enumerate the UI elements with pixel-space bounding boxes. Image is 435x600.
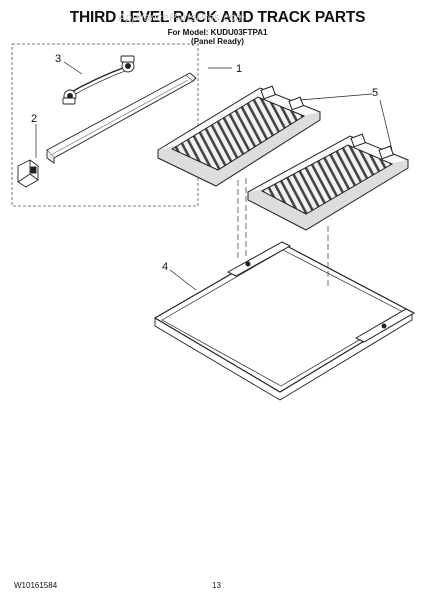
part-4-track-frame bbox=[153, 241, 416, 401]
alignment-lines bbox=[237, 178, 329, 288]
doc-number: W10161584 bbox=[14, 581, 58, 590]
model-line: For Model: KUDU03FTPA1 bbox=[167, 28, 268, 37]
dashed-group-box bbox=[11, 43, 199, 207]
part-3-bracket bbox=[62, 55, 135, 105]
callout-5: 5 bbox=[372, 87, 378, 99]
callout-1: 1 bbox=[236, 63, 242, 75]
part-2-end-cap bbox=[17, 159, 39, 188]
watermark: AppliancePartsPros.com bbox=[118, 12, 246, 24]
page-number: 13 bbox=[212, 581, 221, 590]
part-1-track-rail bbox=[46, 72, 197, 164]
variant-line: (Panel Ready) bbox=[191, 37, 244, 46]
part-5-rack-lower bbox=[246, 133, 410, 231]
part-5-rack-upper bbox=[156, 85, 322, 187]
callout-2: 2 bbox=[31, 113, 37, 125]
page-title: THIRD LEVEL RACK AND TRACK PARTS bbox=[69, 9, 366, 26]
leader-lines bbox=[35, 61, 393, 291]
callout-4: 4 bbox=[162, 261, 168, 273]
callout-3: 3 bbox=[55, 53, 61, 65]
